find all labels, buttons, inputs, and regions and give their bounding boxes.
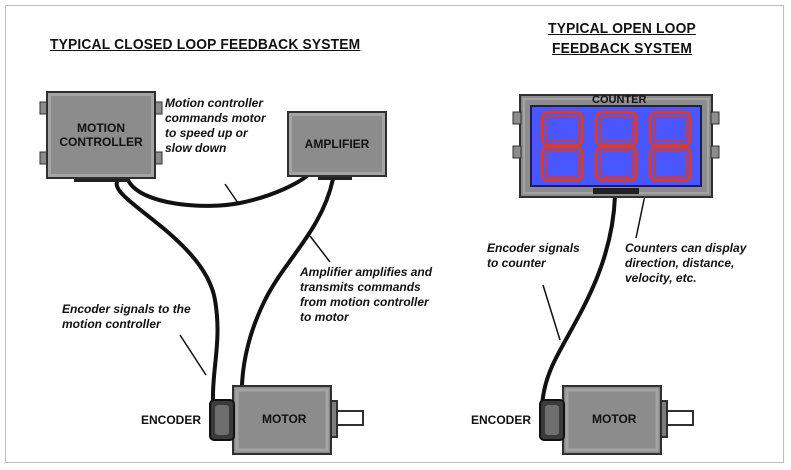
closed-loop-cables [114, 173, 335, 402]
amplifier-note: Amplifier amplifies and transmits comman… [300, 265, 433, 324]
counter-device [512, 94, 720, 198]
controller-connector [74, 176, 130, 182]
encoder-controller-note: Encoder signals to the motion controller [62, 302, 191, 331]
open-loop-motor [539, 385, 694, 455]
diagram-frame [5, 5, 784, 463]
amplifier-motor-cable [240, 177, 335, 387]
controller-note-pointer [224, 183, 239, 204]
amplifier-box: AMPLIFIER [287, 111, 387, 177]
amplifier-connector [318, 174, 352, 180]
closed-motor-label: MOTOR [262, 412, 307, 426]
counter-digit-2 [594, 110, 638, 182]
encoder-note-pointer [179, 334, 207, 376]
counter-note-pointer [635, 194, 646, 239]
motion-controller-box: MOTION CONTROLLER [46, 91, 156, 179]
open-encoder-label: ENCODER [471, 413, 532, 427]
open-loop-title: TYPICAL OPEN LOOP FEEDBACK SYSTEM [548, 20, 696, 57]
closed-loop-title: TYPICAL CLOSED LOOP FEEDBACK SYSTEM [50, 36, 361, 53]
closed-loop-motor [209, 385, 364, 455]
counter-note: Counters can display direction, distance… [625, 241, 747, 285]
controller-amplifier-cable [126, 173, 310, 208]
encoder-counter-note: Encoder signals to counter [487, 241, 580, 270]
controller-note: Motion controller commands motor to spee… [165, 96, 266, 155]
amplifier-note-pointer [309, 235, 331, 263]
open-encoder-note-pointer [542, 284, 561, 341]
counter-label: COUNTER [592, 94, 647, 106]
closed-motor-body [232, 385, 332, 455]
counter-digit-1 [540, 110, 584, 182]
closed-encoder-label: ENCODER [141, 413, 202, 427]
encoder-counter-cable [540, 194, 617, 407]
counter-connector [593, 188, 639, 194]
open-motor-body [562, 385, 662, 455]
counter-digit-3 [648, 110, 692, 182]
encoder-controller-cable [114, 180, 220, 402]
open-motor-label: MOTOR [592, 412, 637, 426]
